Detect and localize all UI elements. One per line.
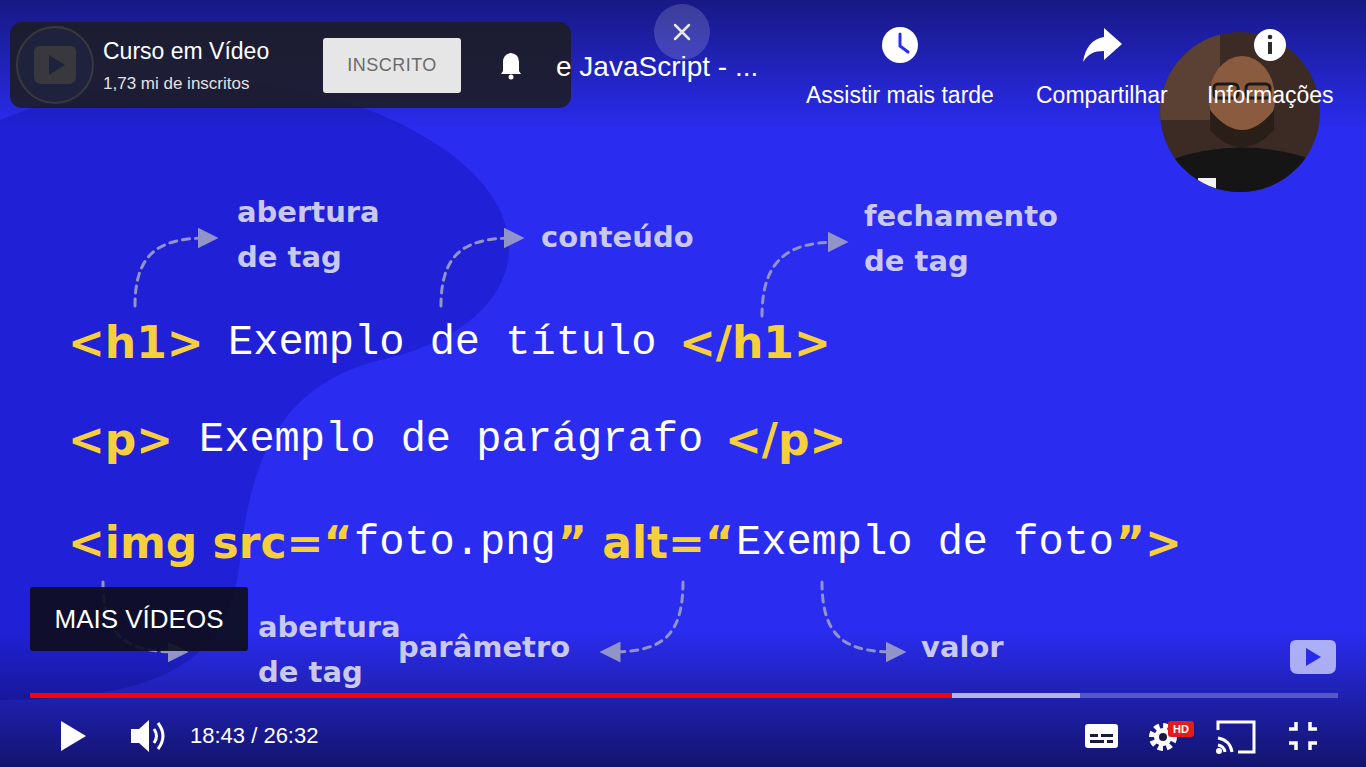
code-tag: <h1> [68,313,204,373]
annotation: valor [921,625,1004,670]
button-label: MAIS VÍDEOS [54,604,223,635]
top-shade [0,0,1366,130]
presenter-avatar [1160,30,1320,200]
hd-badge: HD [1168,721,1194,737]
share-icon [1083,28,1122,62]
play-icon [61,721,86,751]
subtitles-icon [1085,724,1118,748]
action-label: Informações [1207,80,1334,110]
action-label: Compartilhar [1036,80,1168,110]
subscriber-count: 1,73 mi de inscritos [103,72,249,96]
info-icon [1254,29,1286,61]
progress-bar [30,693,1338,698]
annotation: abertura de tag [258,605,418,695]
code-tag: <p> [68,410,173,470]
time-display: 18:43 / 26:32 [190,722,318,750]
channel-panel: Curso em Vídeo 1,73 mi de inscritos INSCRI… [10,22,571,108]
annotation: abertura de tag [237,190,397,280]
channel-name: Curso em Vídeo [103,36,269,66]
button-label: INSCRITO [347,55,437,76]
code-value: foto.png [354,513,556,573]
volume-icon [131,720,163,752]
subscribed-button: INSCRITO [323,38,461,93]
clock-icon [882,27,918,63]
code-value: Exemplo de foto [736,513,1114,573]
code-tag: </p> [725,410,846,470]
code-content: Exemplo de título [228,313,656,373]
video-title: e JavaScript - ... [556,48,758,86]
bell-icon [501,53,521,80]
badge-text: HD [1173,722,1189,736]
code-attribute: ” alt=“ [558,513,734,573]
code-tag: </h1> [679,313,831,373]
code-tag: <img src=“ [68,513,352,573]
code-content: Exemplo de parágrafo [199,410,703,470]
more-videos-button: MAIS VÍDEOS [30,587,248,651]
annotation: fechamento de tag [864,194,1074,284]
cast-icon [1218,722,1255,753]
channel-watermark [1290,640,1336,674]
background-blob [0,81,509,700]
code-tag: ”> [1116,513,1182,573]
exit-fullscreen-icon [1289,722,1317,750]
action-label: Assistir mais tarde [806,80,994,110]
annotation: parâmetro [398,625,570,670]
annotation: conteúdo [541,215,694,260]
